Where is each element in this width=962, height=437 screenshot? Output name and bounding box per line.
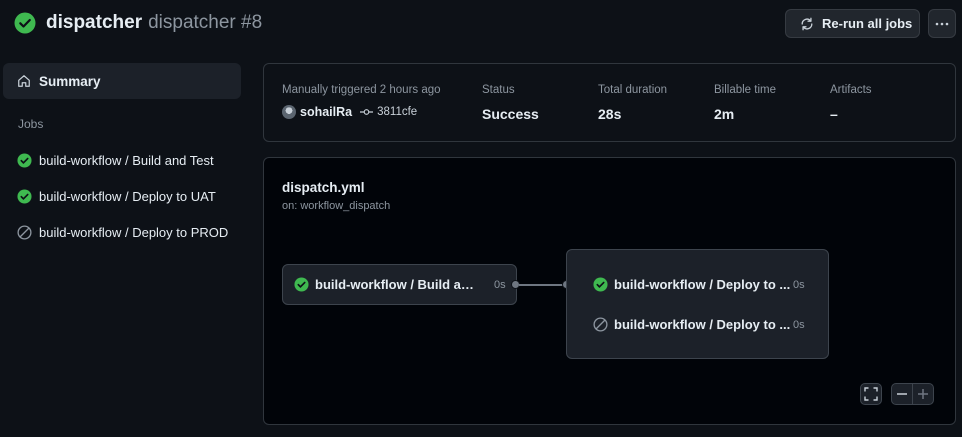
graph-job-duration: 0s	[793, 319, 805, 331]
billable-label: Billable time	[714, 84, 776, 96]
duration-label: Total duration	[598, 84, 668, 96]
sidebar-item-summary[interactable]: Summary	[3, 63, 241, 99]
trigger-column: Manually triggered 2 hours ago sohailRa …	[282, 83, 441, 119]
graph-job-build-and-test[interactable]: build-workflow / Build and T... 0s	[282, 264, 517, 305]
fullscreen-icon	[864, 387, 878, 401]
check-circle-icon	[593, 277, 608, 292]
workflow-graph-panel: dispatch.yml on: workflow_dispatch build…	[263, 157, 956, 425]
status-value: Success	[482, 106, 539, 122]
artifacts-value: –	[830, 106, 838, 122]
graph-job-deploy-uat[interactable]: build-workflow / Deploy to ...	[593, 277, 793, 292]
run-title: dispatcher #8	[148, 12, 263, 33]
job-label: build-workflow / Build and Test	[39, 152, 214, 168]
sync-icon	[801, 17, 813, 30]
skipped-icon	[17, 224, 32, 240]
status-column: Status Success	[482, 83, 539, 122]
graph-job-deploy-prod[interactable]: build-workflow / Deploy to ...	[593, 317, 793, 332]
artifacts-label: Artifacts	[830, 84, 872, 96]
graph-job-group: build-workflow / Deploy to ... 0s build-…	[566, 249, 829, 359]
billable-column: Billable time 2m	[714, 83, 776, 122]
sidebar-summary-label: Summary	[39, 73, 101, 89]
sidebar-job-deploy-prod[interactable]: build-workflow / Deploy to PROD	[17, 221, 228, 243]
jobs-heading: Jobs	[18, 117, 44, 131]
zoom-in-button[interactable]	[912, 383, 934, 405]
run-summary-panel: Manually triggered 2 hours ago sohailRa …	[263, 63, 956, 142]
home-icon	[18, 75, 30, 87]
check-circle-icon	[14, 12, 36, 34]
workflow-file-name[interactable]: dispatch.yml	[282, 180, 365, 195]
trigger-label: Manually triggered 2 hours ago	[282, 84, 441, 96]
workflow-trigger: on: workflow_dispatch	[282, 200, 391, 212]
graph-job-label: build-workflow / Deploy to ...	[614, 277, 791, 292]
artifacts-column: Artifacts –	[830, 83, 872, 122]
duration-column: Total duration 28s	[598, 83, 667, 122]
sidebar-job-deploy-uat[interactable]: build-workflow / Deploy to UAT	[17, 185, 216, 207]
graph-job-label: build-workflow / Build and T...	[315, 277, 479, 292]
job-label: build-workflow / Deploy to PROD	[39, 224, 229, 240]
billable-value: 2m	[714, 106, 735, 122]
status-label: Status	[482, 84, 515, 96]
actor-link[interactable]: sohailRa	[300, 105, 353, 119]
check-circle-icon	[17, 188, 32, 204]
graph-job-duration: 0s	[793, 279, 805, 291]
check-circle-icon	[17, 152, 32, 168]
rerun-all-jobs-button[interactable]: Re-run all jobs	[785, 9, 920, 38]
duration-value: 28s	[598, 106, 622, 122]
check-circle-icon	[294, 277, 309, 292]
commit-link[interactable]: 3811cfe	[360, 106, 417, 118]
avatar[interactable]	[282, 105, 296, 119]
skipped-icon	[593, 317, 608, 332]
minus-icon	[897, 393, 907, 395]
kebab-horizontal-icon	[935, 22, 949, 25]
plus-icon	[918, 389, 928, 399]
rerun-label: Re-run all jobs	[822, 16, 913, 31]
commit-sha: 3811cfe	[377, 106, 418, 118]
graph-job-duration: 0s	[494, 279, 506, 291]
more-options-button[interactable]	[928, 9, 956, 38]
job-label: build-workflow / Deploy to UAT	[39, 188, 216, 204]
fullscreen-button[interactable]	[860, 383, 882, 405]
graph-job-label: build-workflow / Deploy to ...	[614, 317, 791, 332]
graph-connector-line	[519, 284, 563, 286]
zoom-out-button[interactable]	[891, 383, 913, 405]
sidebar-job-build-and-test[interactable]: build-workflow / Build and Test	[17, 149, 214, 171]
workflow-name: dispatcher	[46, 12, 143, 33]
git-commit-icon	[360, 109, 374, 115]
